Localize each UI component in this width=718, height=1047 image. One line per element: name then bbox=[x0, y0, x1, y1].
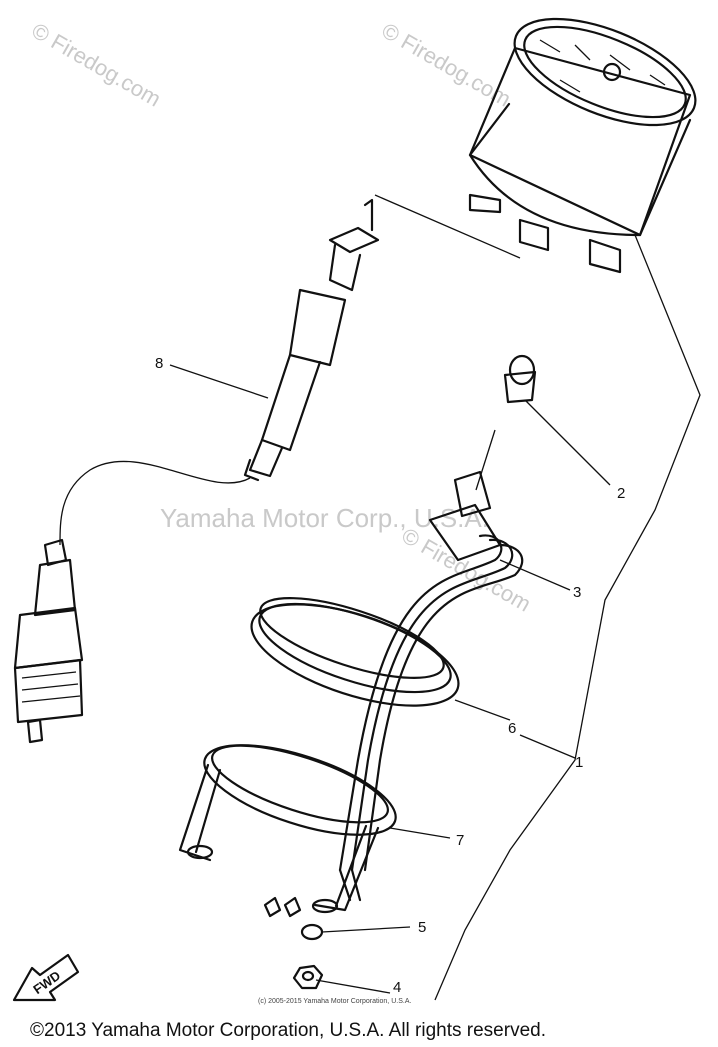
speedometer-cable bbox=[13, 198, 380, 744]
callout-7: 7 bbox=[456, 832, 464, 849]
watermark-center: Yamaha Motor Corp., U.S.A. bbox=[160, 503, 489, 533]
leader-lines bbox=[169, 194, 701, 1001]
callout-6: 6 bbox=[508, 720, 516, 737]
small-copyright: (c) 2005-2015 Yamaha Motor Corporation, … bbox=[258, 998, 411, 1005]
watermark-top-left: © Firedog.com bbox=[28, 18, 166, 112]
callout-1: 1 bbox=[575, 754, 583, 771]
copyright-footer: ©2013 Yamaha Motor Corporation, U.S.A. A… bbox=[30, 1020, 546, 1041]
fwd-arrow: FWD bbox=[12, 953, 80, 1002]
gasket-ring bbox=[250, 597, 460, 707]
callout-8: 8 bbox=[155, 355, 163, 372]
bracket bbox=[178, 744, 397, 914]
speedometer-assembly bbox=[468, 17, 697, 274]
callout-labels: 8 2 3 6 1 7 5 4 bbox=[155, 355, 625, 996]
bulb bbox=[503, 354, 537, 404]
callout-5: 5 bbox=[418, 919, 426, 936]
callout-4: 4 bbox=[393, 979, 401, 996]
watermark-mid-right: © Firedog.com bbox=[398, 523, 536, 617]
callout-2: 2 bbox=[617, 485, 625, 502]
callout-3: 3 bbox=[573, 584, 581, 601]
socket-cord bbox=[263, 470, 524, 918]
watermark-layer: © Firedog.com © Firedog.com © Firedog.co… bbox=[28, 18, 536, 617]
washer-and-nut bbox=[292, 923, 324, 990]
